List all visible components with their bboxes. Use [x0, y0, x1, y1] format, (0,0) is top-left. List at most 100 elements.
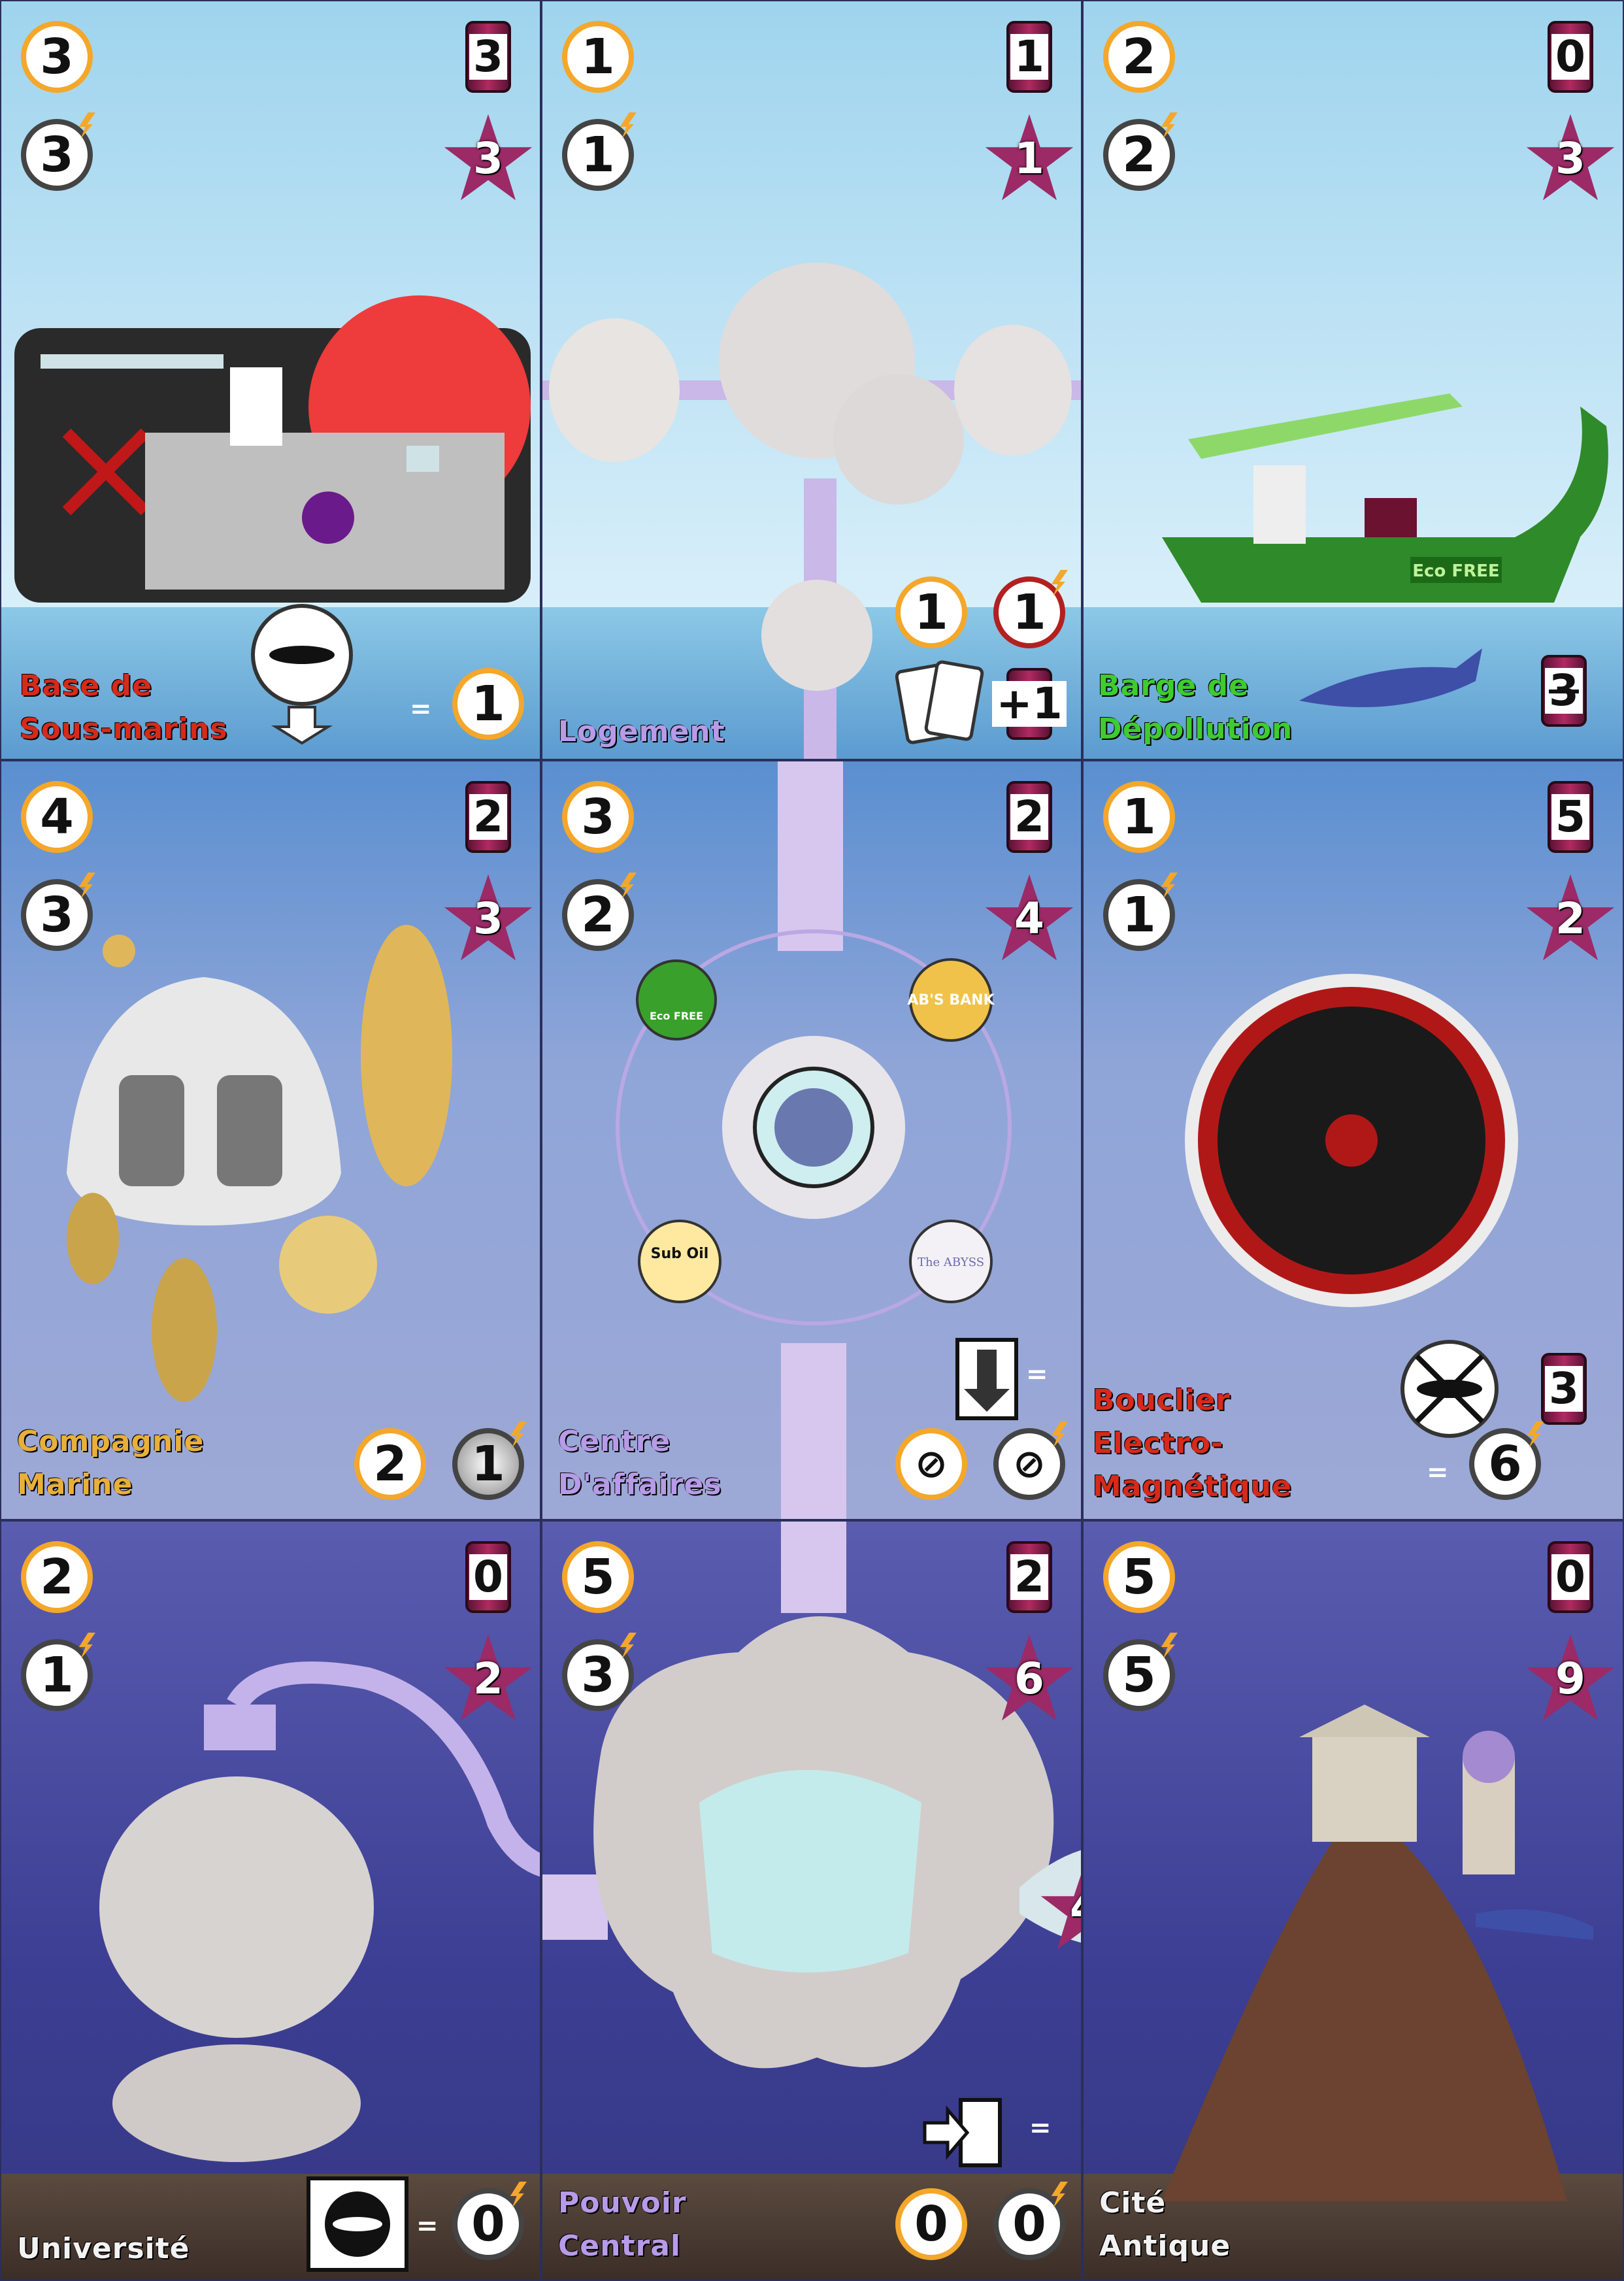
equals-sign: = — [1026, 1359, 1048, 1390]
cost-coin: 5 — [1103, 1541, 1175, 1613]
enter-arrow-icon — [955, 1338, 1018, 1420]
business-hub-illustration — [616, 761, 1012, 1519]
ancient-city-illustration — [1162, 1705, 1593, 2201]
habitat-pods-illustration — [542, 263, 1081, 759]
power-coin: 5 — [1103, 1639, 1175, 1711]
cost-coin: 3 — [562, 781, 634, 853]
blocked-power-coin: ⊘ — [993, 1428, 1065, 1500]
hub-the-abyss: The ABYSS — [909, 1220, 993, 1303]
submarine-base-illustration — [14, 295, 531, 603]
svg-text:Sub Oil: Sub Oil — [651, 1246, 709, 1262]
bonus-power-coin: 1 — [993, 576, 1065, 648]
equals-sign: = — [410, 694, 432, 724]
central-power-illustration — [542, 1522, 1081, 2069]
can-icon: 2 — [1006, 781, 1052, 853]
cost-coin: 1 — [1103, 781, 1175, 853]
income-power-coin: 1 — [452, 1428, 524, 1500]
star-icon: 6 — [984, 1633, 1075, 1724]
hub-sub-oil: Sub Oil — [638, 1220, 721, 1303]
can-icon: 2 — [465, 781, 511, 853]
can-icon: 1 — [1006, 21, 1052, 93]
star-icon: 3 — [442, 112, 534, 204]
can-icon: 5 — [1548, 781, 1593, 853]
svg-text:AB'S BANK: AB'S BANK — [907, 992, 995, 1008]
power-coin: 3 — [562, 1639, 634, 1711]
eco-free-badge: Eco FREE — [1412, 561, 1499, 581]
submarine-grid-icon — [307, 2176, 408, 2272]
star-icon: 4 — [984, 873, 1075, 964]
no-submarine-icon — [1400, 1340, 1499, 1438]
zero-coin: 0 — [895, 2188, 967, 2260]
power-coin: 3 — [21, 879, 93, 951]
reward-coin: 1 — [452, 668, 524, 740]
cost-coin: 4 — [21, 781, 93, 853]
cost-coin: 5 — [562, 1541, 634, 1613]
barge-ship-illustration: Eco FREE — [1162, 393, 1608, 603]
whale-icon — [1299, 648, 1482, 707]
income-coin: 2 — [354, 1428, 426, 1500]
cost-coin: 3 — [21, 21, 93, 93]
equals-sign: = — [416, 2211, 439, 2241]
university-power-coin: 0 — [452, 2188, 524, 2260]
equals-sign: = — [1029, 2113, 1052, 2143]
star-icon: 3 — [1525, 112, 1616, 204]
card-title: Logement — [558, 715, 725, 748]
shield-power-coin: 6 — [1469, 1428, 1541, 1500]
plus-can-icon: +1 — [992, 668, 1067, 740]
card-logement[interactable]: 1 1 1 1 1 1 +1 Logement — [541, 0, 1082, 760]
shield-sphere-illustration — [1185, 974, 1518, 1307]
star-icon-secondary: 4 — [1039, 1861, 1081, 1953]
cards-icon — [895, 660, 984, 744]
enter-door-icon — [923, 2098, 1002, 2167]
cost-coin: 2 — [21, 1541, 93, 1613]
can-icon: 0 — [1548, 21, 1593, 93]
can-icon: 0 — [465, 1541, 511, 1613]
power-coin: 2 — [1103, 119, 1175, 191]
star-icon: 2 — [1525, 873, 1616, 964]
card-centre-d-affaires[interactable]: Eco FREE AB'S BANK Sub Oil The ABYSS 3 2… — [541, 760, 1082, 1520]
move-can-icon: 3 — [1541, 1353, 1587, 1425]
hub-eco-free: Eco FREE — [636, 959, 717, 1041]
card-universite[interactable]: 2 1 0 2 = 0 Université — [0, 1520, 541, 2281]
cost-coin: 2 — [1103, 21, 1175, 93]
power-coin: 3 — [21, 119, 93, 191]
svg-text:The ABYSS: The ABYSS — [918, 1256, 984, 1269]
power-coin: 2 — [562, 879, 634, 951]
crossed-can-icon: 3 — [1541, 655, 1587, 727]
submarine-arrow-icon — [251, 604, 353, 745]
university-illustration — [99, 1661, 540, 2162]
bonus-coin: 1 — [895, 576, 967, 648]
hub-abs-bank: AB'S BANK — [907, 958, 995, 1042]
power-coin: 1 — [1103, 879, 1175, 951]
can-icon: 2 — [1006, 1541, 1052, 1613]
cost-coin: 1 — [562, 21, 634, 93]
star-icon: 1 — [984, 112, 1075, 204]
blocked-coin: ⊘ — [895, 1428, 967, 1500]
equals-sign: = — [1427, 1457, 1449, 1488]
marine-company-illustration — [67, 925, 452, 1402]
card-title: Université — [17, 2232, 190, 2265]
zero-power-coin: 0 — [993, 2188, 1065, 2260]
can-icon: 0 — [1548, 1541, 1593, 1613]
star-icon: 3 — [442, 873, 534, 964]
star-icon: 2 — [442, 1633, 534, 1724]
power-coin: 1 — [21, 1639, 93, 1711]
power-coin: 1 — [562, 119, 634, 191]
can-icon: 3 — [465, 21, 511, 93]
star-icon: 9 — [1525, 1633, 1616, 1724]
svg-text:Eco FREE: Eco FREE — [650, 1010, 703, 1022]
